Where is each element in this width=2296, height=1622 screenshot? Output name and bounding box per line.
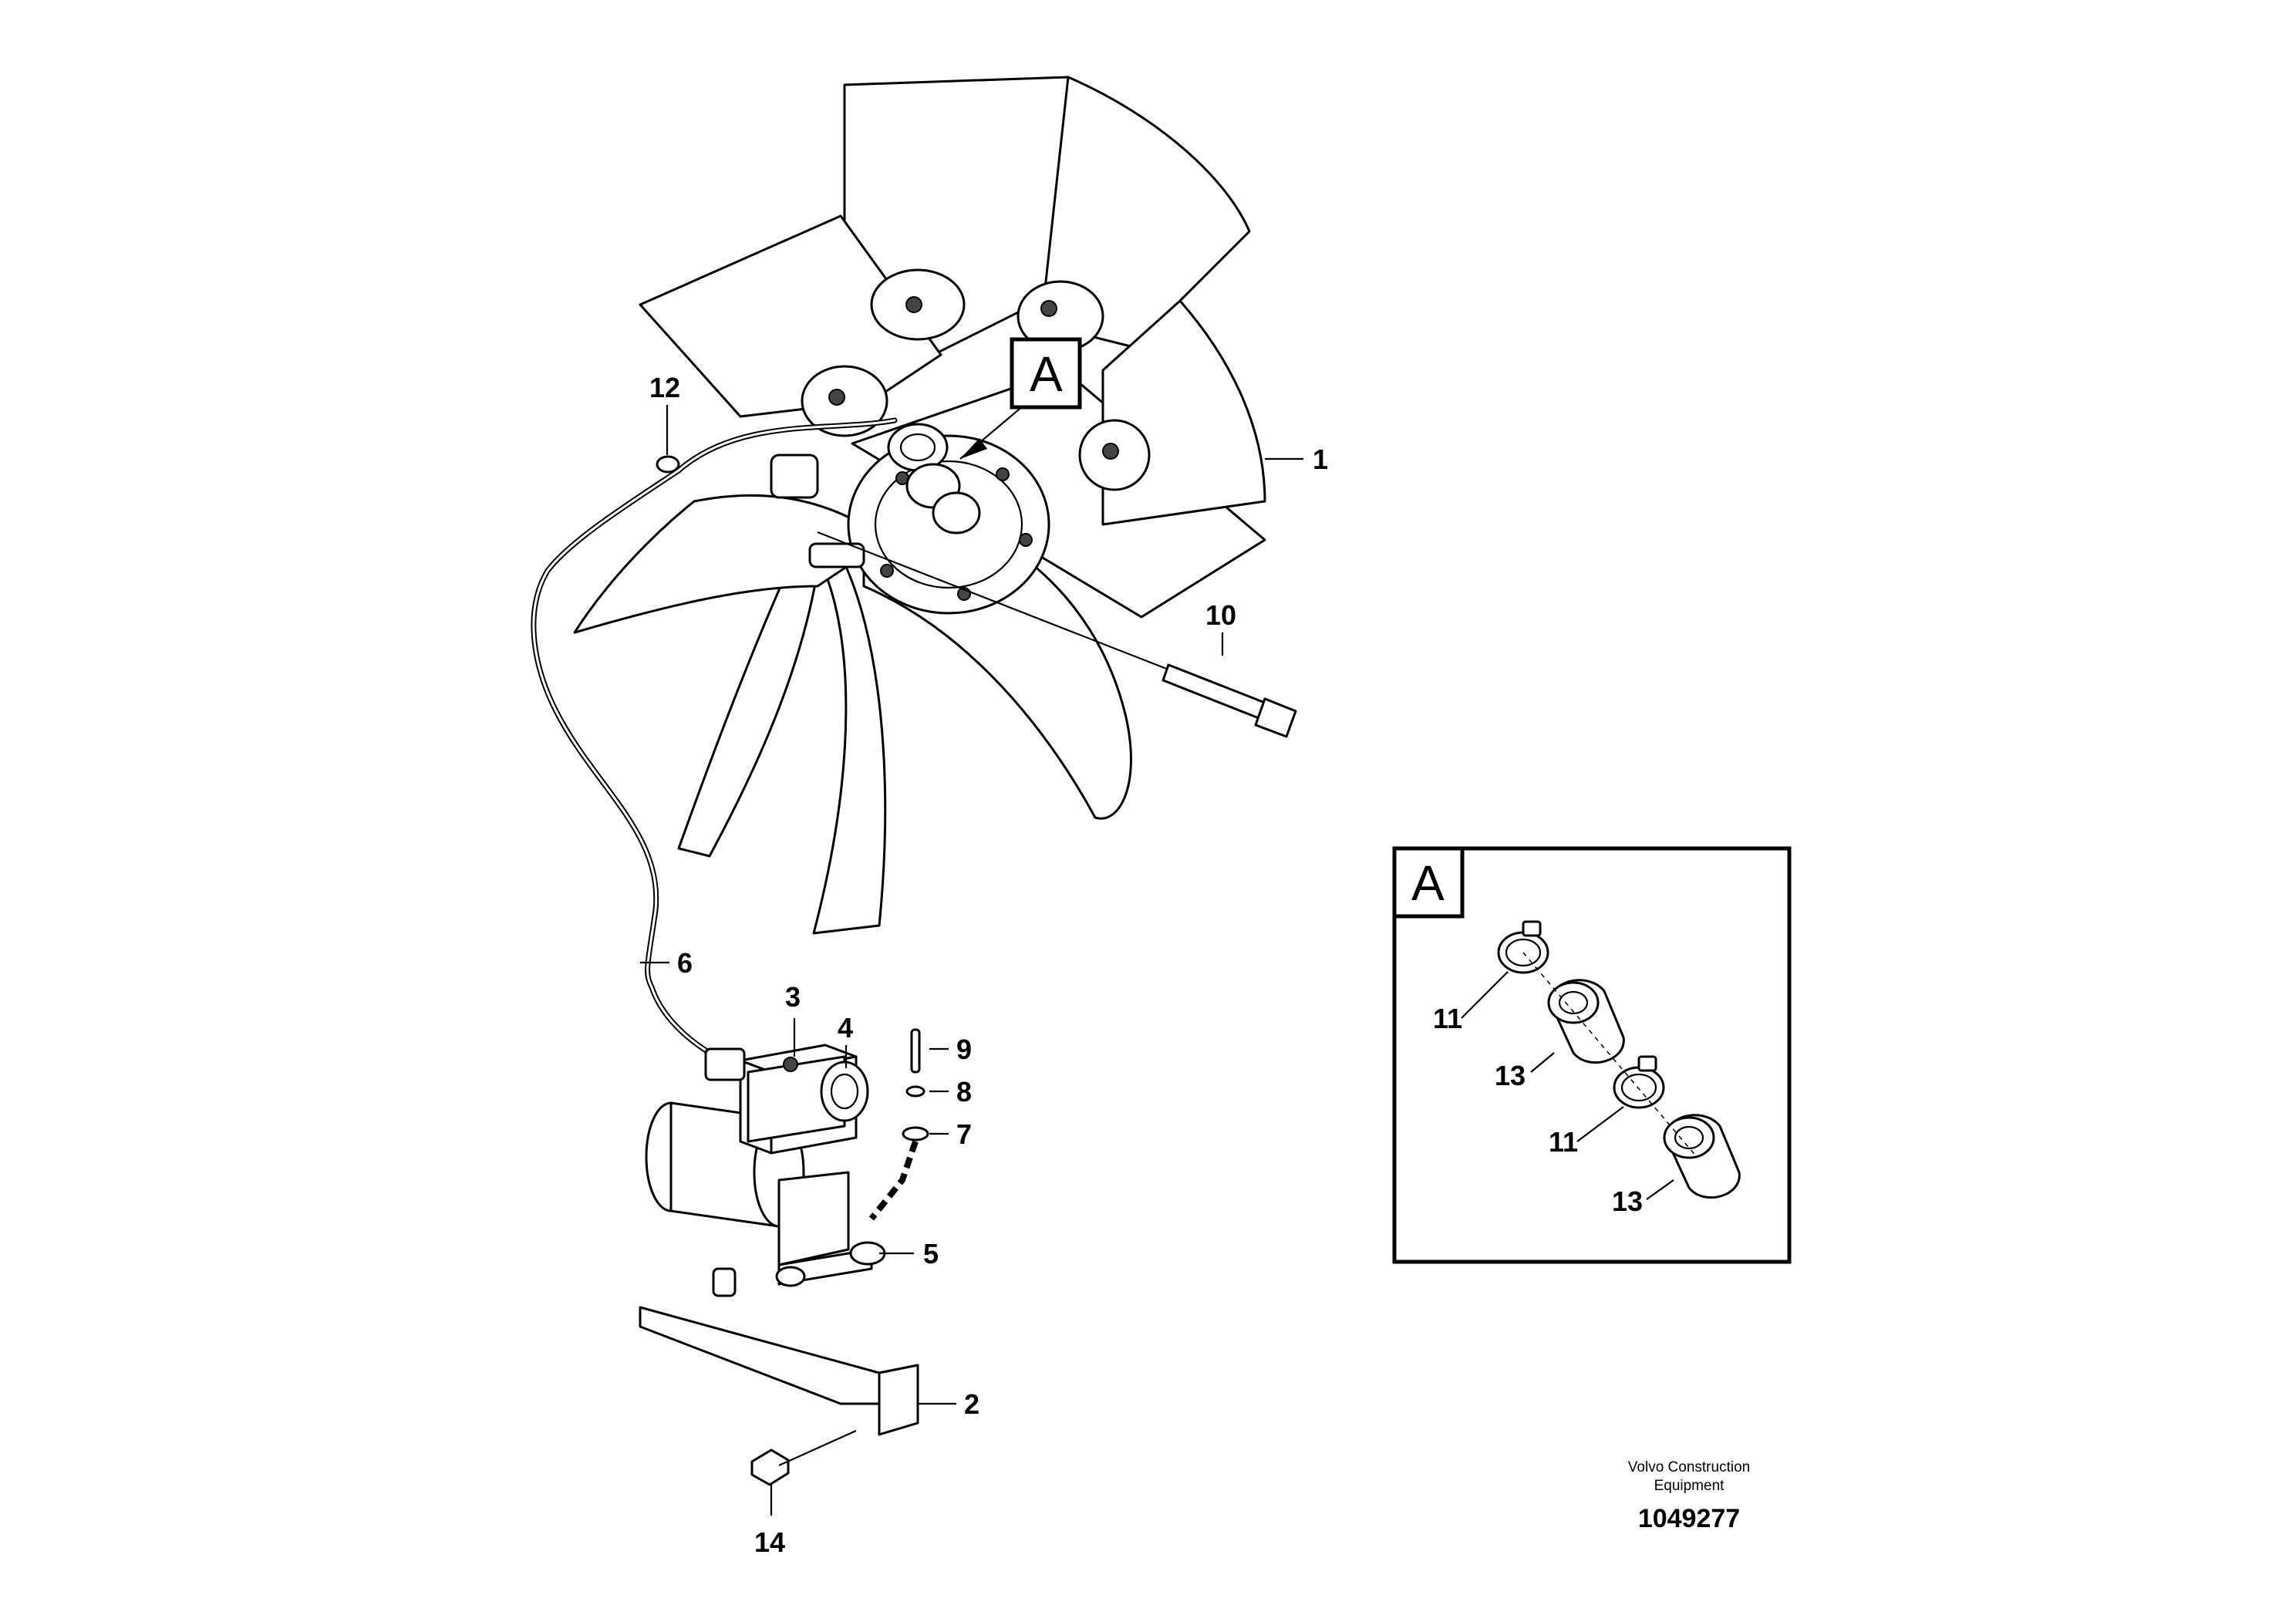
hose	[531, 417, 898, 1056]
bolt	[817, 531, 1297, 738]
document-number: 1049277	[1638, 1504, 1740, 1533]
detail-callout-13-lower: 13	[1612, 1185, 1643, 1217]
brand-line-1: Volvo Construction	[1628, 1459, 1750, 1475]
mounting-bracket	[639, 1241, 919, 1436]
callout-5: 5	[923, 1238, 939, 1270]
detail-reference-letter: A	[1030, 346, 1063, 402]
callout-4: 4	[838, 1012, 853, 1044]
callout-14: 14	[754, 1526, 785, 1558]
callout-1: 1	[1313, 443, 1328, 475]
callout-2: 2	[964, 1388, 979, 1420]
callout-12: 12	[649, 372, 680, 403]
detail-reference-box: A	[1010, 337, 1082, 410]
callout-3: 3	[785, 981, 801, 1013]
callout-8: 8	[956, 1076, 972, 1108]
callout-labels: 1 2 3 4 5 6 7 8 9 10 12 14	[649, 372, 1328, 1558]
fasteners	[868, 1028, 929, 1221]
detail-view-letter: A	[1411, 855, 1445, 911]
fan-assembly	[573, 76, 1266, 935]
flange-bolt	[750, 1429, 857, 1486]
callout-10: 10	[1205, 599, 1236, 631]
detail-callout-13-upper: 13	[1495, 1060, 1526, 1091]
detail-view-a: A 11 13 11 13	[1392, 846, 1792, 1264]
callout-6: 6	[677, 947, 693, 979]
leader-lines	[640, 396, 1303, 1516]
detail-callout-11-upper: 11	[1433, 1003, 1462, 1034]
detail-callout-11-lower: 11	[1549, 1126, 1578, 1158]
callout-7: 7	[956, 1118, 972, 1150]
brand-line-2: Equipment	[1654, 1478, 1725, 1494]
footer: Volvo Construction Equipment 1049277	[1628, 1459, 1750, 1533]
valve-assembly	[645, 1044, 873, 1286]
callout-9: 9	[956, 1034, 972, 1065]
